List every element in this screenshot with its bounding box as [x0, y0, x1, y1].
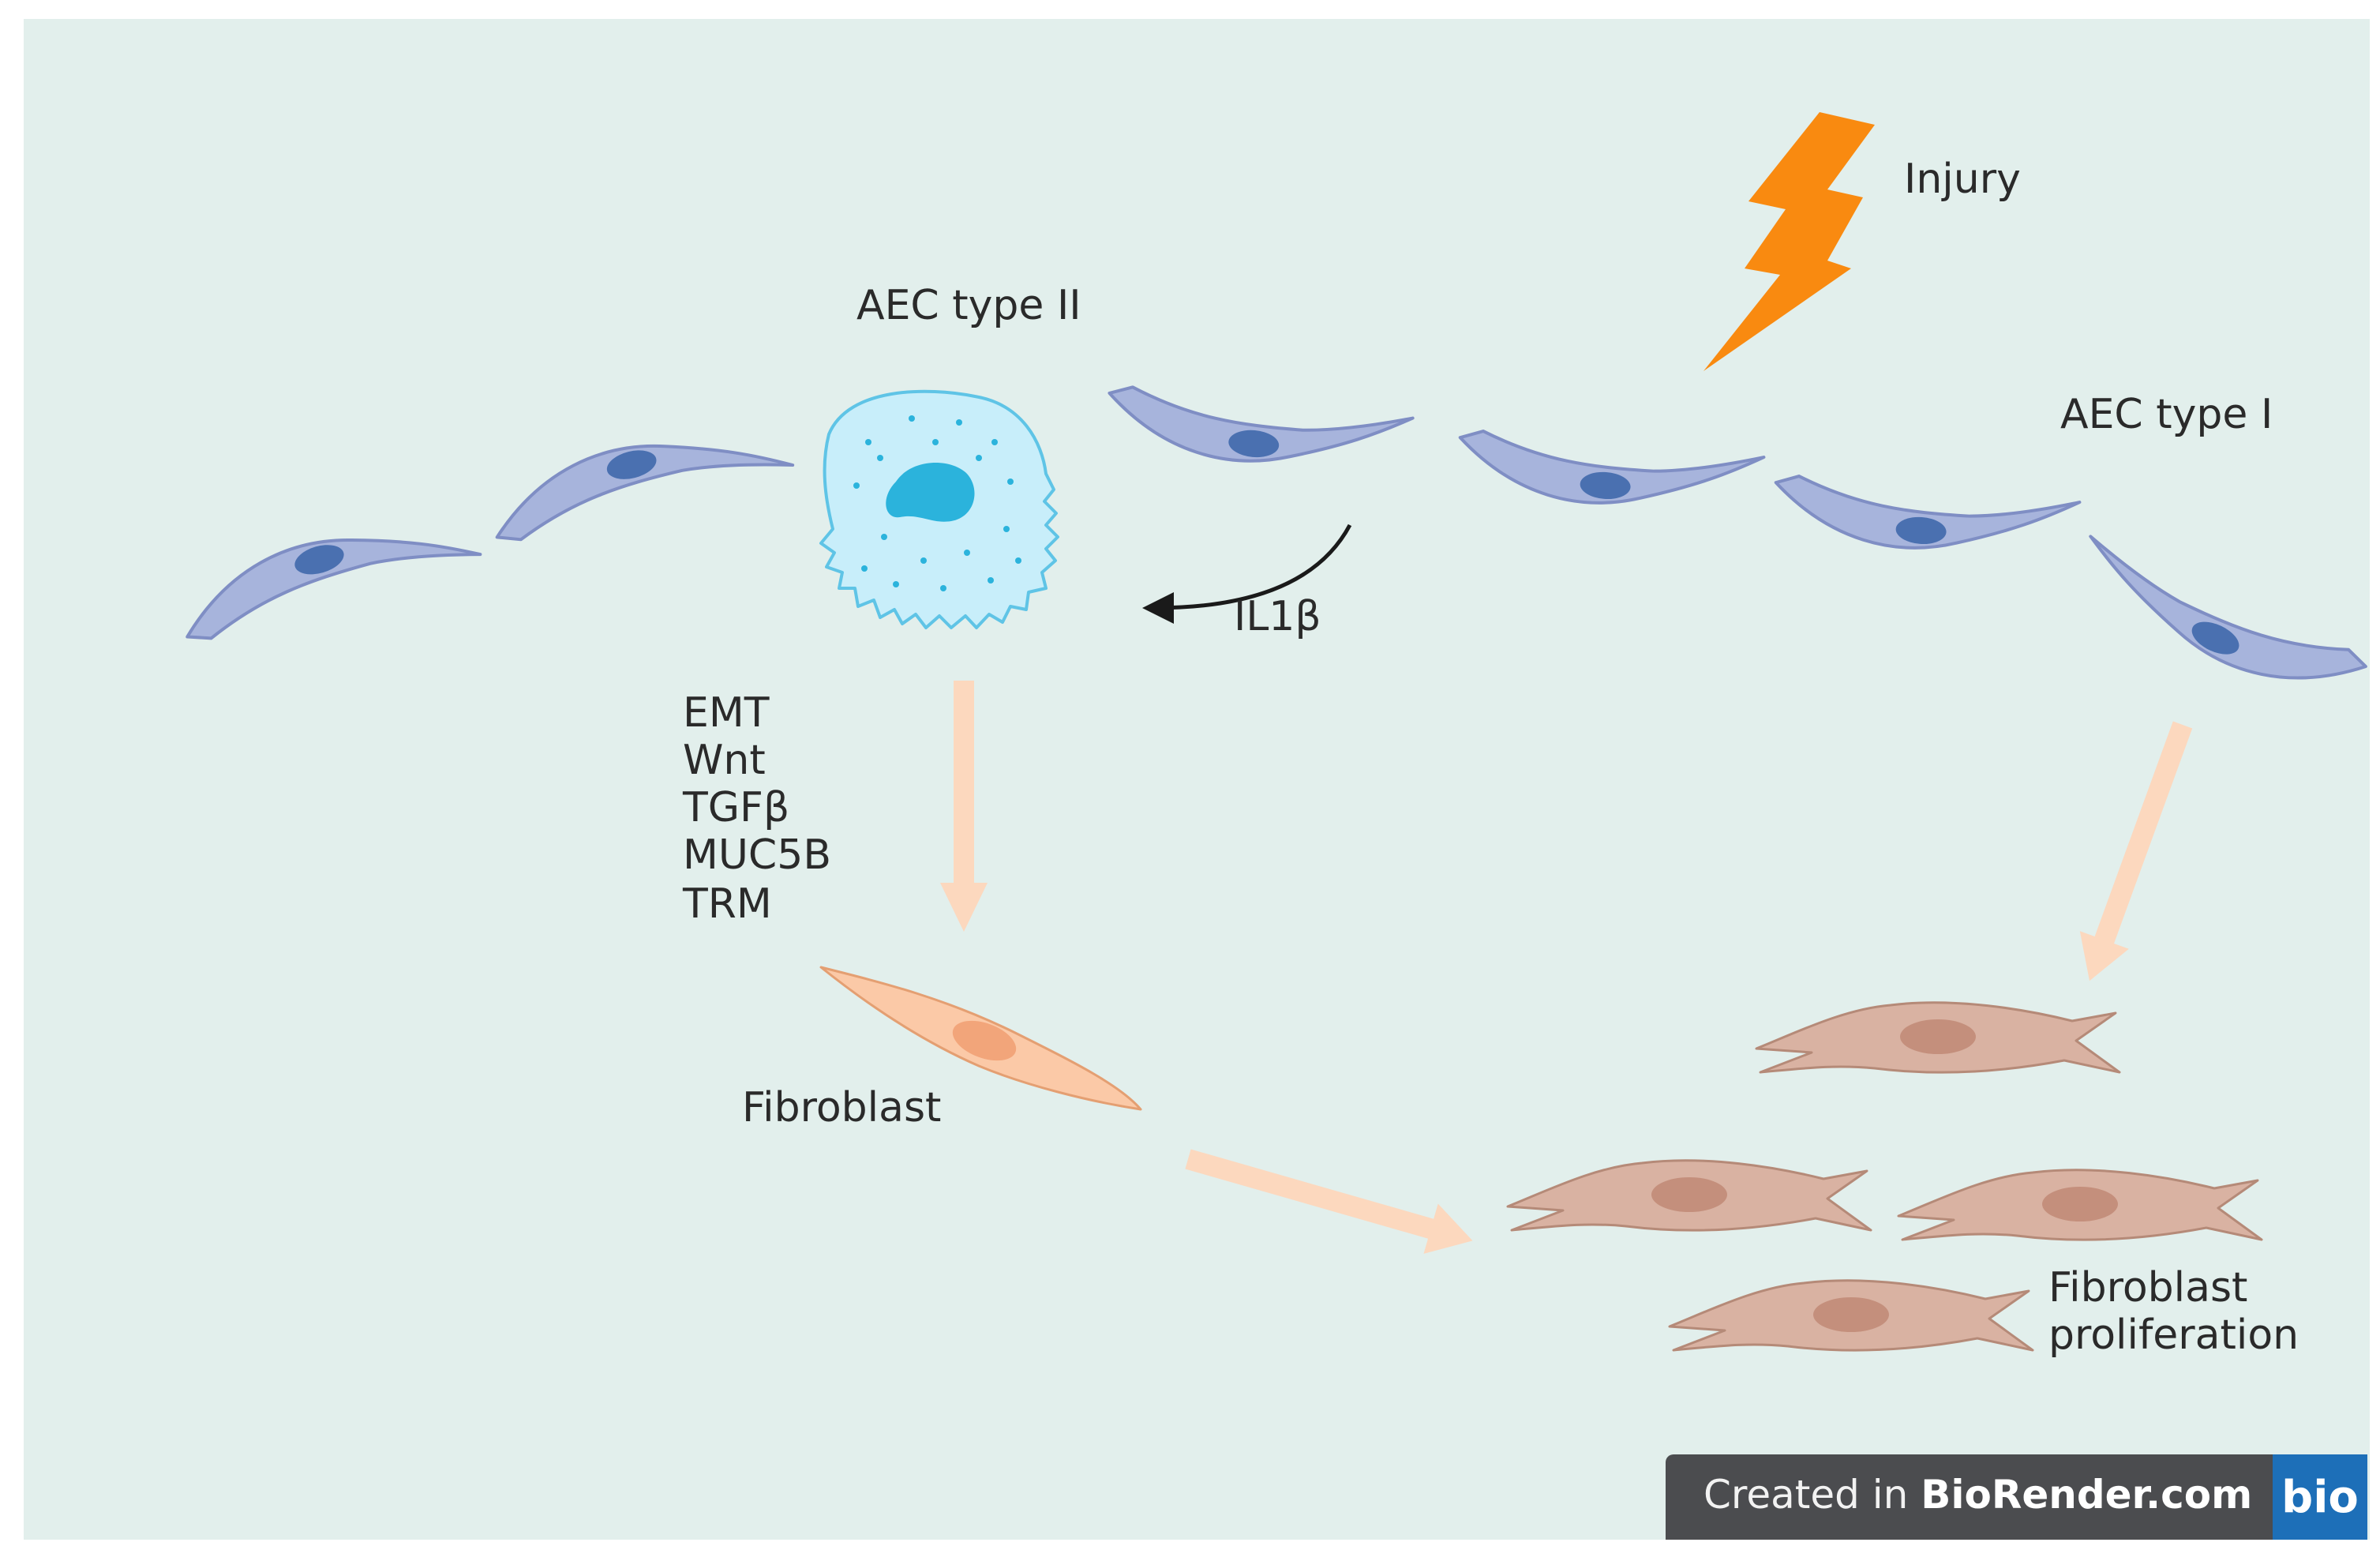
il1b-arrow: [1142, 523, 1352, 624]
aec2-to-fibroblast-arrow: [940, 681, 988, 932]
fibroblast-to-proliferation-arrow: [1185, 1149, 1473, 1254]
aec-type-1-cells: [177, 361, 2370, 734]
factor-label-1: EMT: [683, 689, 770, 737]
injury-to-proliferation-arrow: [2079, 721, 2193, 981]
proliferating-fibroblast-1: [1755, 1001, 2121, 1074]
fibroblast-cell: [819, 966, 1142, 1111]
aec1-cell-4: [1458, 400, 1769, 520]
proliferating-fibroblast-3: [1897, 1169, 2263, 1241]
aec-type-2-cell: [819, 389, 1059, 629]
proliferating-fibroblast-4: [1668, 1279, 2034, 1352]
aec1-cell-6: [2072, 490, 2370, 734]
factor-label-3: TGFβ: [682, 784, 789, 831]
il1b-label: IL1β: [1234, 593, 1321, 640]
factor-label-4: MUC5B: [683, 831, 831, 879]
aec1-cell-1: [177, 523, 488, 643]
aec-type-1-label: AEC type I: [2060, 391, 2273, 438]
factor-label-5: TRM: [682, 880, 772, 928]
badge-prefix: Created in: [1703, 1472, 1921, 1518]
badge-text: Created in BioRender.com: [1703, 1472, 2252, 1518]
aec1-cell-2: [489, 434, 799, 543]
proliferation-label-line-2: proliferation: [2048, 1311, 2299, 1359]
aec1-cell-3: [1108, 361, 1417, 475]
injury-lightning-icon: [1703, 112, 1875, 371]
factor-label-2: Wnt: [683, 737, 766, 784]
transition-arrows: [940, 681, 2193, 1254]
diagram-background: [24, 19, 2370, 1540]
injury-label: Injury: [1904, 156, 2021, 203]
proliferation-label-line-1: Fibroblast: [2048, 1264, 2247, 1311]
fibroblast-label: Fibroblast: [742, 1084, 941, 1131]
biorender-logo-icon: bio: [2273, 1454, 2367, 1540]
aec1-cell-5: [1774, 445, 2085, 565]
biorender-badge[interactable]: Created in BioRender.com bio: [1666, 1454, 2367, 1540]
proliferating-fibroblast-2: [1506, 1159, 1872, 1232]
aec-type-2-label: AEC type II: [856, 282, 1081, 329]
badge-brand: BioRender.com: [1921, 1472, 2253, 1518]
